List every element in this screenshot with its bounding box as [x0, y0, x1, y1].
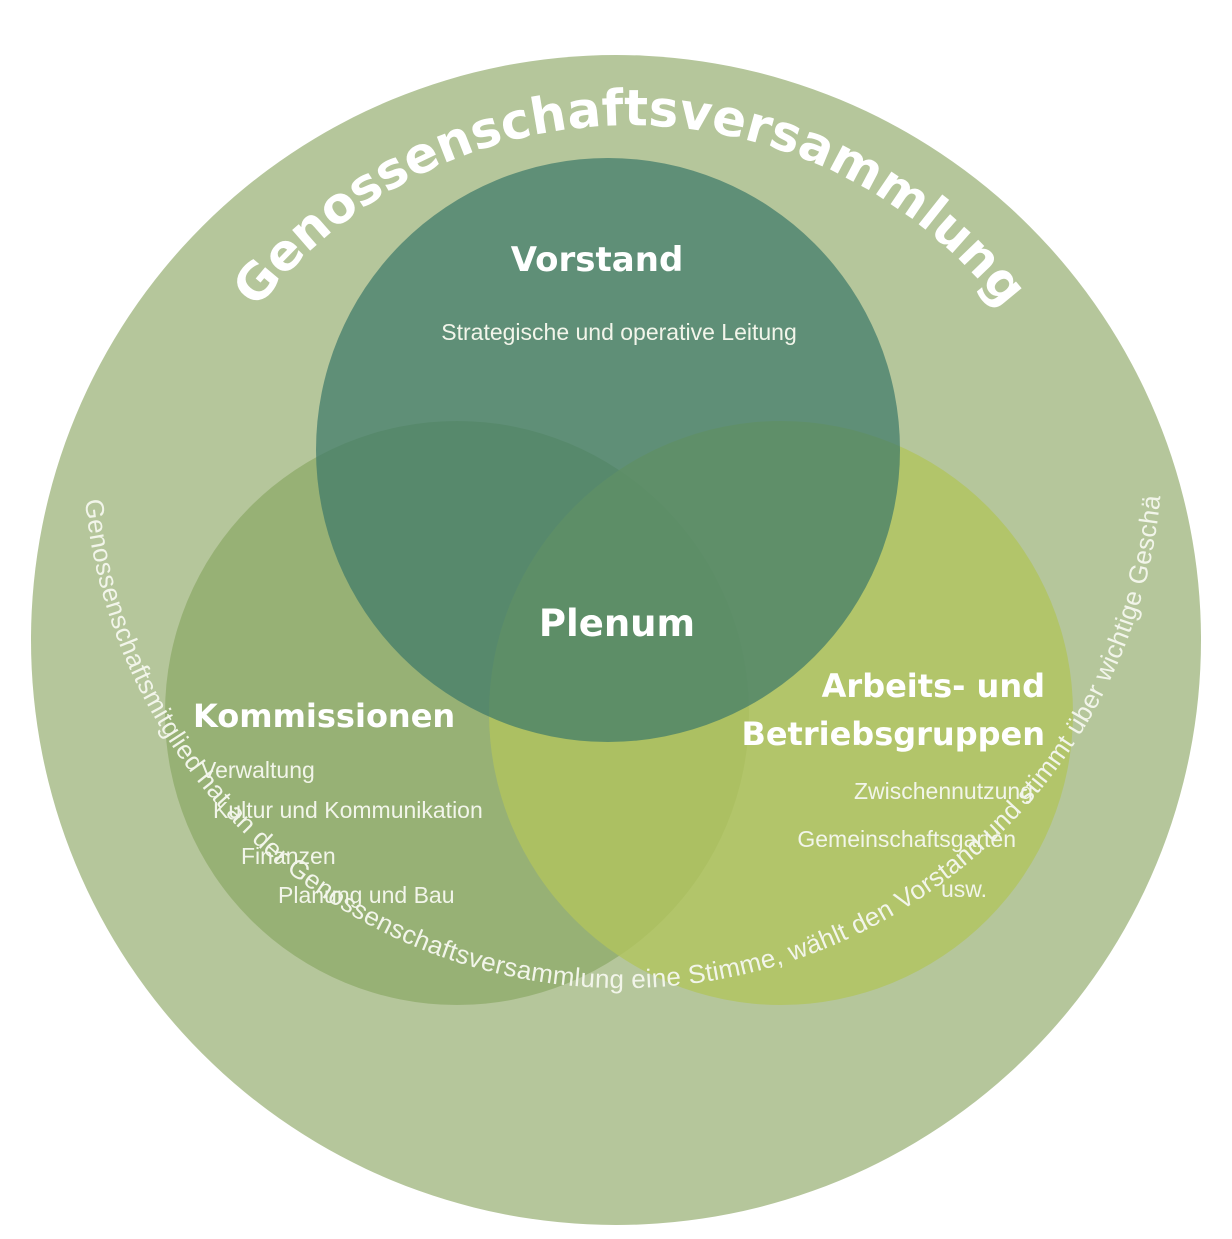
kommissionen-item: Kultur und Kommunikation	[213, 797, 483, 823]
arbeitsgruppen-item: Zwischennutzung	[854, 778, 1033, 804]
arbeitsgruppen-item: Gemeinschaftsgarten	[797, 826, 1016, 852]
arbeitsgruppen-item: usw.	[941, 876, 987, 902]
kommissionen-item: Finanzen	[241, 843, 336, 869]
kommissionen-item: Verwaltung	[201, 757, 315, 783]
vorstand-title: Vorstand	[511, 240, 684, 280]
vorstand-circle	[316, 158, 900, 742]
arbeitsgruppen-title-line2: Betriebsgruppen	[741, 715, 1045, 753]
kommissionen-item: Planung und Bau	[278, 882, 455, 908]
plenum-label: Plenum	[539, 602, 695, 645]
kommissionen-title: Kommissionen	[193, 697, 455, 735]
arbeitsgruppen-title-line1: Arbeits- und	[822, 667, 1045, 705]
vorstand-item: Strategische und operative Leitung	[441, 319, 796, 345]
